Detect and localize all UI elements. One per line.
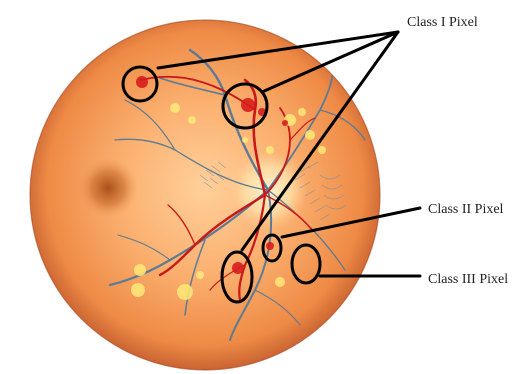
macula	[78, 158, 138, 218]
label-class2: Class II Pixel	[428, 202, 504, 217]
label-class3: Class III Pixel	[428, 272, 508, 287]
label-class1: Class I Pixel	[407, 15, 478, 30]
